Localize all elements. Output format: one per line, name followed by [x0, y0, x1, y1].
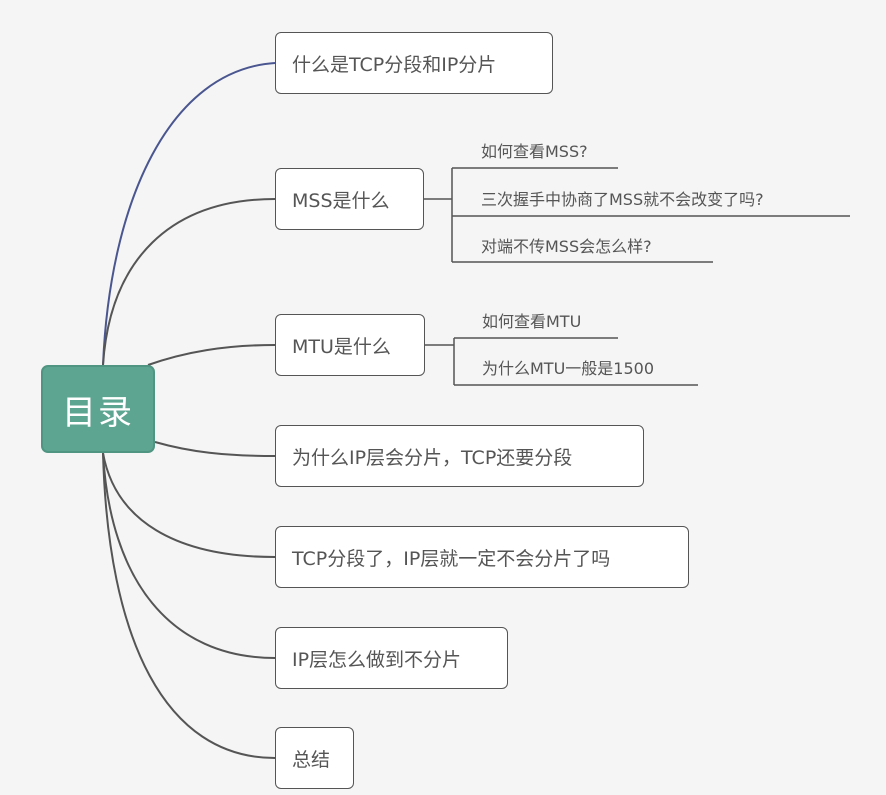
topic-label: MSS是什么 [292, 189, 390, 212]
topic-tcp-segmented-ip[interactable]: TCP分段了，IP层就一定不会分片了吗 [275, 526, 689, 588]
sub-branch-mss [424, 167, 850, 263]
subtopic-mss-3[interactable]: 对端不传MSS会怎么样? [481, 237, 652, 256]
root-label: 目录 [62, 392, 134, 433]
subtopic-mss-2[interactable]: 三次握手中协商了MSS就不会改变了吗? [481, 190, 764, 209]
subtopic-mss-1[interactable]: 如何查看MSS? [481, 142, 588, 161]
topic-why-ip-fragment[interactable]: 为什么IP层会分片，TCP还要分段 [275, 425, 644, 487]
topic-ip-no-fragment[interactable]: IP层怎么做到不分片 [275, 627, 508, 689]
branch-topic-1 [102, 62, 276, 366]
topic-mtu[interactable]: MTU是什么 [275, 314, 425, 376]
branch-topic-6 [102, 452, 276, 659]
branch-topic-4 [154, 441, 276, 457]
subtopic-mtu-1[interactable]: 如何查看MTU [482, 312, 582, 331]
topic-label: 为什么IP层会分片，TCP还要分段 [292, 446, 573, 469]
topic-mss[interactable]: MSS是什么 [275, 168, 424, 230]
branch-topic-2 [102, 198, 276, 366]
topic-summary[interactable]: 总结 [275, 727, 354, 789]
topic-label: IP层怎么做到不分片 [292, 648, 462, 671]
topic-label: 什么是TCP分段和IP分片 [292, 53, 497, 76]
topic-label: 总结 [292, 748, 331, 771]
branch-topic-3 [147, 344, 276, 366]
branch-topic-7 [102, 452, 276, 759]
root-node[interactable]: 目录 [41, 365, 155, 453]
branch-topic-5 [102, 452, 276, 558]
sub-branch-mtu [425, 337, 698, 386]
topic-tcp-segment-ip-fragment[interactable]: 什么是TCP分段和IP分片 [275, 32, 553, 94]
topic-label: TCP分段了，IP层就一定不会分片了吗 [292, 547, 611, 570]
subtopic-mtu-2[interactable]: 为什么MTU一般是1500 [482, 359, 655, 378]
topic-label: MTU是什么 [292, 335, 391, 358]
